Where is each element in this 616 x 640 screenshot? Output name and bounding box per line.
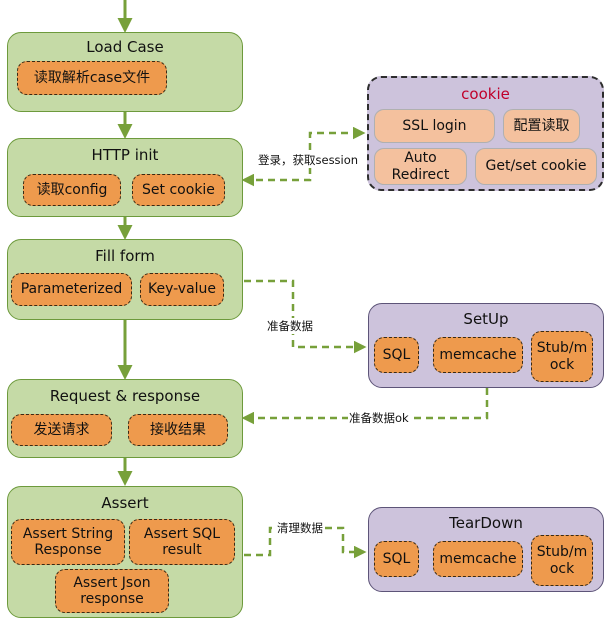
edge-setup-request	[241, 388, 489, 425]
item-read-config: 读取config	[23, 174, 121, 206]
stage-title: Request & response	[49, 387, 201, 405]
item-parameterized: Parameterized	[11, 273, 132, 306]
item-teardown-stub-mock: Stub/m ock	[531, 535, 593, 586]
group-setup: SetUp SQL memcache Stub/m ock	[368, 303, 604, 388]
stage-load-case: Load Case 读取解析case文件	[7, 32, 243, 112]
label-login-session: 登录，获取session	[257, 152, 360, 168]
item-parse-case-file: 读取解析case文件	[17, 61, 167, 95]
item-setup-sql: SQL	[374, 337, 419, 373]
stage-request-response: Request & response 发送请求 接收结果	[7, 379, 243, 458]
label-prepare-data-ok: 准备数据ok	[348, 410, 410, 426]
item-setup-stub-mock: Stub/m ock	[531, 331, 593, 382]
item-assert-json-response: Assert Json response	[55, 569, 169, 613]
item-assert-string-response: Assert String Response	[11, 519, 125, 565]
cookie-title: cookie	[461, 85, 510, 103]
stage-http-init: HTTP init 读取config Set cookie	[7, 138, 243, 217]
item-teardown-sql: SQL	[374, 541, 419, 577]
item-teardown-memcache: memcache	[433, 541, 523, 577]
stage-title: Fill form	[95, 247, 155, 265]
teardown-title: TearDown	[449, 514, 523, 532]
item-ssl-login: SSL login	[374, 109, 495, 143]
item-set-cookie: Set cookie	[132, 174, 225, 206]
item-key-value: Key-value	[140, 273, 224, 306]
item-receive-result: 接收结果	[128, 414, 228, 446]
item-send-request: 发送请求	[11, 414, 112, 446]
stage-title: Assert	[101, 494, 149, 512]
item-assert-sql-result: Assert SQL result	[129, 519, 235, 565]
item-get-set-cookie: Get/set cookie	[475, 148, 597, 185]
label-prepare-data: 准备数据	[266, 318, 314, 334]
stage-title: HTTP init	[91, 146, 159, 164]
setup-title: SetUp	[463, 310, 509, 328]
group-cookie: cookie SSL login 配置读取 Auto Redirect Get/…	[367, 76, 604, 191]
item-auto-redirect: Auto Redirect	[374, 148, 467, 185]
edge-fill-setup	[244, 279, 367, 354]
stage-assert: Assert Assert String Response Assert SQL…	[7, 486, 243, 618]
item-config-read: 配置读取	[503, 109, 580, 143]
group-teardown: TearDown SQL memcache Stub/m ock	[368, 507, 604, 592]
item-setup-memcache: memcache	[433, 337, 523, 373]
stage-fill-form: Fill form Parameterized Key-value	[7, 239, 243, 320]
label-clean-data: 清理数据	[276, 520, 324, 536]
stage-title: Load Case	[86, 38, 164, 56]
